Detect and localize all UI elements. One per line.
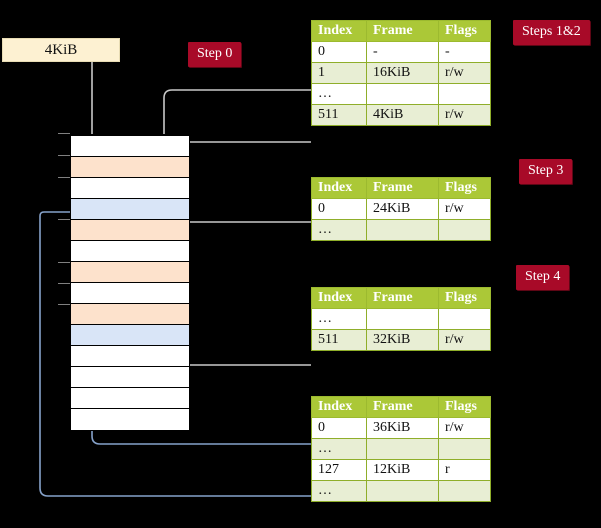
table-cell-flags — [438, 219, 491, 241]
table-cell-index: … — [311, 480, 367, 502]
table-cell-frame: 16KiB — [366, 62, 439, 84]
table-cell-frame: 32KiB — [366, 329, 439, 351]
table-row: … — [311, 219, 491, 241]
table-cell-flags — [438, 438, 491, 460]
virtual-address-box: 4KiB — [2, 38, 120, 62]
table-cell-flags: r — [438, 459, 491, 481]
memory-tick-2 — [58, 177, 70, 178]
table-cell-frame: 36KiB — [366, 417, 439, 439]
memory-frame-row — [71, 241, 189, 262]
table-row: … — [311, 308, 491, 330]
memory-frame-row — [71, 178, 189, 199]
memory-tick-5 — [58, 283, 70, 284]
table-cell-index: 127 — [311, 459, 367, 481]
physical-memory-column — [70, 134, 190, 431]
table-cell-index: 0 — [311, 417, 367, 439]
memory-frame-row — [71, 262, 189, 283]
column-header-index: Index — [311, 20, 367, 42]
table-cell-index: 511 — [311, 104, 367, 126]
table-cell-flags: r/w — [438, 104, 491, 126]
memory-frame-row — [71, 367, 189, 388]
column-header-flags: Flags — [438, 20, 491, 42]
table-cell-flags — [438, 83, 491, 105]
table-row: … — [311, 83, 491, 105]
column-header-flags: Flags — [438, 396, 491, 418]
memory-frame-row — [71, 283, 189, 304]
memory-tick-6 — [58, 304, 70, 305]
table-cell-frame — [366, 83, 439, 105]
table-cell-frame — [366, 219, 439, 241]
table-cell-flags: - — [438, 41, 491, 63]
table-cell-frame — [366, 438, 439, 460]
column-header-flags: Flags — [438, 177, 491, 199]
table-row: … — [311, 438, 491, 460]
memory-frame-row — [71, 346, 189, 367]
virtual-address-label: 4KiB — [44, 41, 78, 58]
table-row: 0-- — [311, 41, 491, 63]
table-cell-frame: 24KiB — [366, 198, 439, 220]
table-cell-index: 511 — [311, 329, 367, 351]
table-cell-index: 0 — [311, 41, 367, 63]
memory-frame-row — [71, 220, 189, 241]
column-header-frame: Frame — [366, 287, 439, 309]
column-header-index: Index — [311, 396, 367, 418]
table-cell-index: … — [311, 219, 367, 241]
table-cell-index: … — [311, 308, 367, 330]
step-badge-step3: Step 3 — [519, 159, 573, 184]
memory-frame-row — [71, 136, 189, 157]
memory-frame-row — [71, 325, 189, 346]
memory-tick-0 — [58, 133, 70, 134]
memory-frame-row — [71, 304, 189, 325]
table-cell-flags: r/w — [438, 417, 491, 439]
table-row: … — [311, 480, 491, 502]
memory-frame-row — [71, 157, 189, 178]
wire-step3 — [177, 221, 311, 272]
column-header-flags: Flags — [438, 287, 491, 309]
memory-frame-row — [71, 388, 189, 409]
table-cell-index: … — [311, 438, 367, 460]
column-header-frame: Frame — [366, 20, 439, 42]
table-cell-index: … — [311, 83, 367, 105]
column-header-frame: Frame — [366, 396, 439, 418]
memory-frame-row — [71, 409, 189, 430]
memory-frame-row — [71, 199, 189, 220]
column-header-index: Index — [311, 177, 367, 199]
table-cell-flags: r/w — [438, 198, 491, 220]
memory-tick-4 — [58, 262, 70, 263]
table-cell-frame: 4KiB — [366, 104, 439, 126]
step-badge-steps-1-2: Steps 1&2 — [513, 20, 590, 45]
step-badge-step0: Step 0 — [188, 42, 242, 67]
column-header-index: Index — [311, 287, 367, 309]
step-badge-step4: Step 4 — [516, 265, 570, 290]
table-cell-frame — [366, 480, 439, 502]
table-cell-frame — [366, 308, 439, 330]
table-cell-index: 0 — [311, 198, 367, 220]
column-header-frame: Frame — [366, 177, 439, 199]
table-cell-flags — [438, 480, 491, 502]
table-cell-flags: r/w — [438, 329, 491, 351]
memory-tick-3 — [58, 219, 70, 220]
table-cell-frame: 12KiB — [366, 459, 439, 481]
memory-tick-1 — [58, 155, 70, 156]
table-cell-flags — [438, 308, 491, 330]
table-cell-frame: - — [366, 41, 439, 63]
table-cell-index: 1 — [311, 62, 367, 84]
table-cell-flags: r/w — [438, 62, 491, 84]
